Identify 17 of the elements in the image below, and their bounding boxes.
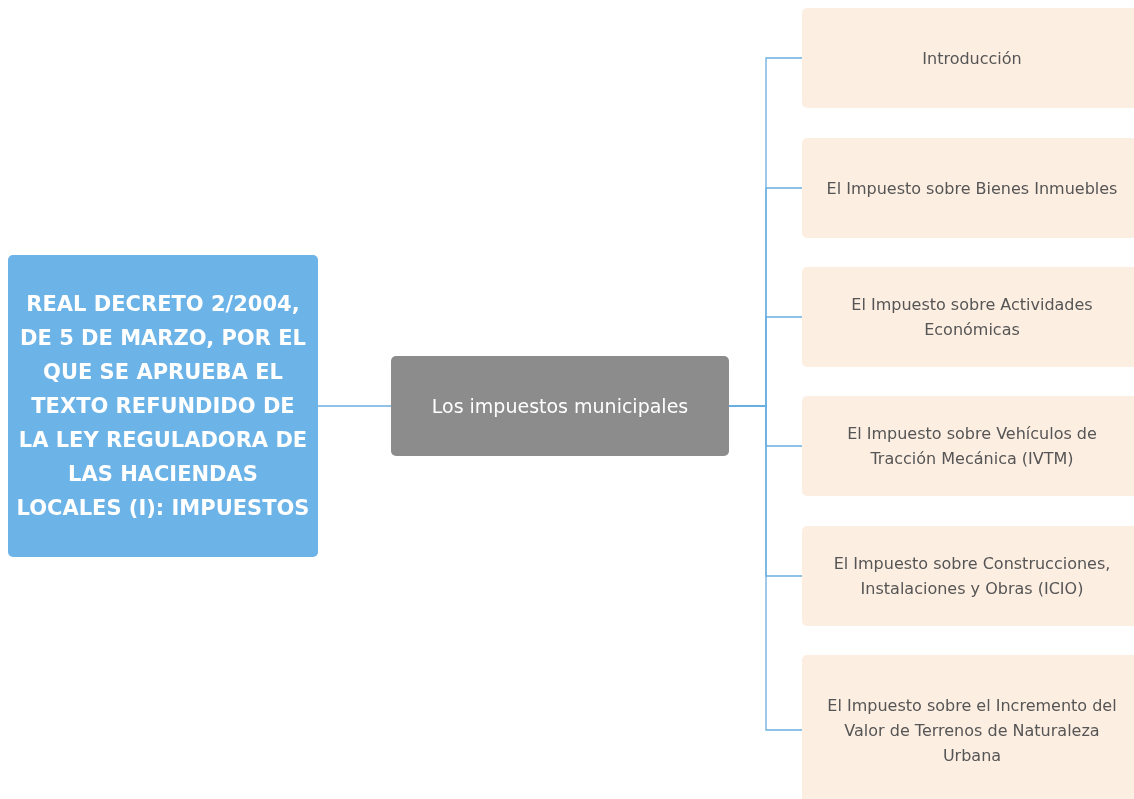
item-box [802,396,1134,496]
item-box [802,267,1134,367]
item-label: Los impuestos municipales [431,395,689,417]
item-label: El Impuesto sobre Construcciones, Instalaciones y Obras (ICIO) [832,553,1112,600]
item-box [802,526,1134,626]
connector-line [317,405,392,407]
topic-box [8,255,318,557]
item-box [802,8,1134,108]
item-label: El Impuesto sobre Vehículos de Tracción Mecánica (IVTM) [846,423,1098,470]
item-label: El Impuesto sobre Actividades Económicas [850,294,1094,341]
item-box [802,138,1134,238]
topic-title: REAL DECRETO 2/2004, DE 5 DE MARZO, POR EL QUE SE APRUEBA EL TEXTO REFUNDIDO DE LA LEY REGULADORA DE LAS HACIENDAS LOCALES (I): IMPUESTOS [16,291,310,522]
subtopic-box [391,356,729,456]
item-label: El Impuesto sobre Bienes Inmuebles [826,177,1118,200]
item-label: El Impuesto sobre el Incremento del Valor de Terrenos de Naturaleza Urbana [826,694,1118,767]
item-label: Introducción [922,47,1022,70]
item-box [802,655,1134,799]
